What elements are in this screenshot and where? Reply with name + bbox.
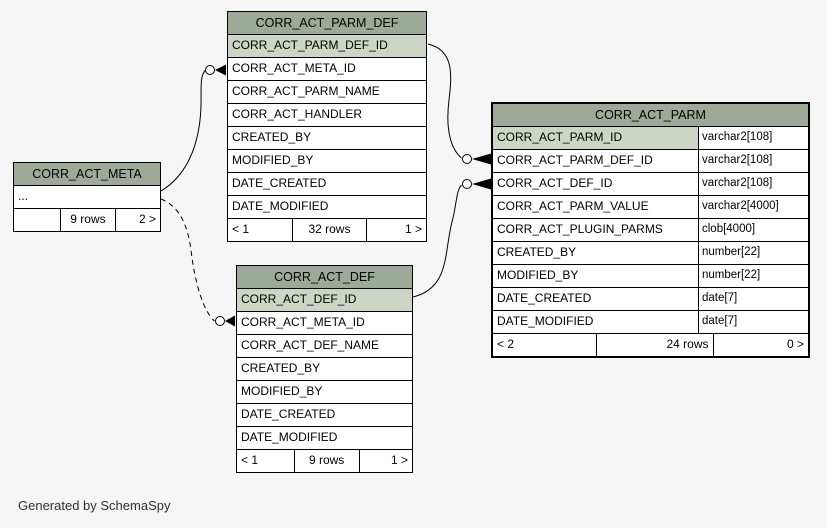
column-name: DATE_MODIFIED — [241, 430, 338, 444]
column-row[interactable]: MODIFIED_BY — [237, 381, 412, 404]
column-type: number[22] — [698, 242, 808, 264]
pager-prev[interactable]: < 1 — [237, 450, 295, 472]
table-title-corr-act-parm-def[interactable]: CORR_ACT_PARM_DEF — [228, 12, 426, 35]
column-row[interactable]: CORR_ACT_DEF_ID varchar2[108] — [493, 173, 808, 196]
odot-marker — [215, 316, 225, 326]
column-type: number[22] — [698, 265, 808, 287]
column-row[interactable]: CREATED_BY — [228, 127, 426, 150]
column-row[interactable]: CORR_ACT_PARM_NAME — [228, 81, 426, 104]
column-row[interactable]: MODIFIED_BY number[22] — [493, 265, 808, 288]
column-name: MODIFIED_BY — [241, 384, 323, 398]
column-name: CORR_ACT_PLUGIN_PARMS — [497, 222, 663, 236]
edge-meta-to-parmdef — [160, 64, 226, 192]
column-row[interactable]: CORR_ACT_DEF_NAME — [237, 335, 412, 358]
table-title-corr-act-meta[interactable]: CORR_ACT_META — [14, 163, 160, 186]
table-title-corr-act-def[interactable]: CORR_ACT_DEF — [237, 266, 412, 289]
column-type: clob[4000] — [698, 219, 808, 241]
column-name: DATE_MODIFIED — [497, 314, 594, 328]
column-row[interactable]: CORR_ACT_PARM_DEF_ID — [228, 35, 426, 58]
column-row[interactable]: ... — [14, 186, 160, 209]
column-name: DATE_CREATED — [497, 291, 592, 305]
table-corr-act-meta: CORR_ACT_META ... 9 rows 2 > — [13, 162, 161, 232]
column-row[interactable]: CORR_ACT_PARM_VALUE varchar2[4000] — [493, 196, 808, 219]
column-row[interactable]: DATE_MODIFIED — [237, 427, 412, 450]
pager-rowcount: 32 rows — [293, 219, 367, 241]
odot-marker — [462, 154, 472, 164]
pager-next[interactable]: 1 > — [404, 222, 422, 236]
pager-next[interactable]: 1 > — [390, 453, 408, 467]
pager-next[interactable]: 0 > — [786, 337, 804, 351]
pager-rowcount: 24 rows — [597, 334, 714, 356]
table-pager: 9 rows 2 > — [14, 209, 160, 231]
column-name: CORR_ACT_HANDLER — [232, 107, 363, 121]
column-name: CORR_ACT_DEF_ID — [237, 289, 412, 311]
column-row[interactable]: CORR_ACT_HANDLER — [228, 104, 426, 127]
column-list: ... — [14, 186, 160, 209]
column-row[interactable]: DATE_MODIFIED date[7] — [493, 311, 808, 334]
column-name: CREATED_BY — [241, 361, 321, 375]
column-name: MODIFIED_BY — [232, 153, 314, 167]
column-name: CORR_ACT_DEF_ID — [497, 176, 613, 190]
column-row[interactable]: CORR_ACT_META_ID — [237, 312, 412, 335]
table-pager: < 1 32 rows 1 > — [228, 219, 426, 241]
column-type: varchar2[108] — [698, 127, 808, 149]
column-row[interactable]: DATE_CREATED date[7] — [493, 288, 808, 311]
column-type: varchar2[108] — [698, 150, 808, 172]
column-row[interactable]: DATE_MODIFIED — [228, 196, 426, 219]
column-name: DATE_CREATED — [241, 407, 336, 421]
generated-by-note: Generated by SchemaSpy — [18, 498, 171, 513]
column-type: varchar2[108] — [698, 173, 808, 195]
table-title-corr-act-parm[interactable]: CORR_ACT_PARM — [493, 104, 808, 127]
crowfoot-arrow — [215, 64, 226, 76]
crowfoot-arrow — [225, 315, 235, 327]
crowfoot-arrow — [472, 153, 491, 165]
column-type: date[7] — [698, 311, 808, 333]
column-name: CORR_ACT_PARM_DEF_ID — [228, 35, 426, 57]
column-name: CORR_ACT_DEF_NAME — [241, 338, 380, 352]
column-type: varchar2[4000] — [698, 196, 808, 218]
pager-prev[interactable]: < 1 — [228, 219, 294, 241]
column-row[interactable]: DATE_CREATED — [237, 404, 412, 427]
column-row[interactable]: CREATED_BY — [237, 358, 412, 381]
table-pager: < 2 24 rows 0 > — [493, 334, 808, 356]
pager-prev[interactable]: < 2 — [493, 334, 597, 356]
column-name: CORR_ACT_PARM_NAME — [232, 84, 380, 98]
pager-next[interactable]: 2 > — [138, 212, 156, 226]
column-row[interactable]: CORR_ACT_PLUGIN_PARMS clob[4000] — [493, 219, 808, 242]
odot-marker — [462, 179, 472, 189]
column-row[interactable]: CORR_ACT_META_ID — [228, 58, 426, 81]
column-name: DATE_CREATED — [232, 176, 327, 190]
column-name: CORR_ACT_META_ID — [232, 61, 356, 75]
edge-meta-to-def-implied — [160, 198, 235, 327]
column-row[interactable]: DATE_CREATED — [228, 173, 426, 196]
column-name: MODIFIED_BY — [497, 268, 579, 282]
column-list: CORR_ACT_PARM_DEF_ID CORR_ACT_META_ID CORR… — [228, 35, 426, 219]
column-type: date[7] — [698, 288, 808, 310]
column-name: CORR_ACT_META_ID — [241, 315, 365, 329]
odot-marker — [205, 65, 215, 75]
pager-prev — [14, 209, 61, 231]
crowfoot-arrow — [472, 178, 491, 190]
column-name: CORR_ACT_PARM_VALUE — [497, 199, 649, 213]
pager-rowcount: 9 rows — [61, 209, 117, 231]
column-name: CORR_ACT_PARM_ID — [493, 127, 698, 149]
table-pager: < 1 9 rows 1 > — [237, 450, 412, 472]
column-name: DATE_MODIFIED — [232, 199, 329, 213]
column-name: CREATED_BY — [232, 130, 312, 144]
column-name: CREATED_BY — [497, 245, 577, 259]
column-row[interactable]: CORR_ACT_DEF_ID — [237, 289, 412, 312]
column-name: ... — [18, 189, 29, 203]
edge-parmdef-to-parm — [427, 43, 491, 165]
column-name: CORR_ACT_PARM_DEF_ID — [497, 153, 653, 167]
pager-rowcount: 9 rows — [295, 450, 360, 472]
column-row[interactable]: MODIFIED_BY — [228, 150, 426, 173]
column-row[interactable]: CORR_ACT_PARM_DEF_ID varchar2[108] — [493, 150, 808, 173]
column-list: CORR_ACT_DEF_ID CORR_ACT_META_ID CORR_ACT_… — [237, 289, 412, 450]
table-corr-act-def: CORR_ACT_DEF CORR_ACT_DEF_ID CORR_ACT_MET… — [236, 265, 413, 473]
column-row[interactable]: CREATED_BY number[22] — [493, 242, 808, 265]
